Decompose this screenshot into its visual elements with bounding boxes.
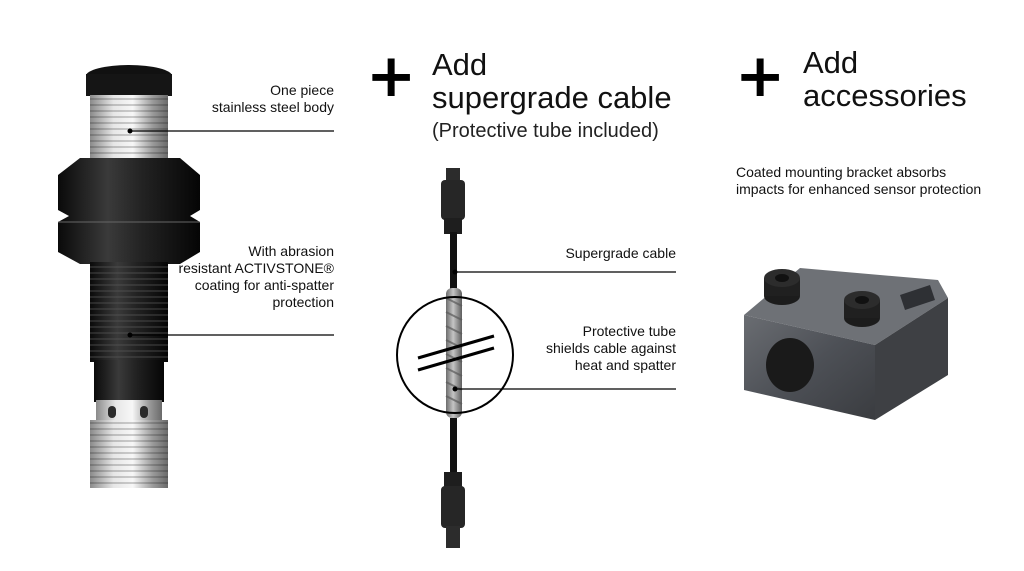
sensor-image [58,65,200,488]
heading-line: Add [803,45,859,80]
callout-text: coating for anti-spatter [194,277,334,293]
callout-text: protection [272,294,334,310]
callout-protective-tube: Protective tube shields cable against he… [546,323,676,374]
heading-line: supergrade cable [432,80,672,115]
leader-dot [452,269,458,275]
description-text: impacts for enhanced sensor protection [736,181,982,197]
description-text: Coated mounting bracket absorbs [736,164,947,180]
leader-lines [130,130,676,390]
accessories-heading: Add accessories [803,46,967,112]
accessories-description: Coated mounting bracket absorbs impacts … [736,164,981,198]
plus-icon: + [735,41,786,111]
cable-heading: Add supergrade cable [432,48,672,114]
magnifier-circle [396,296,514,414]
heading-line: accessories [803,78,967,113]
leader-dot [452,386,458,392]
plus-icon: + [366,41,417,111]
callout-text: One piece [270,82,334,98]
heading-line: Add [432,47,488,82]
callout-text: Supergrade cable [565,245,676,261]
mounting-bracket-image [744,268,948,420]
callout-supergrade-cable: Supergrade cable [565,245,676,262]
callout-text: resistant ACTIVSTONE® [178,260,334,276]
callout-sensor-coating: With abrasion resistant ACTIVSTONE® coat… [178,243,334,311]
callout-text: heat and spatter [574,357,676,373]
callout-text: With abrasion [248,243,334,259]
callout-text: Protective tube [582,323,676,339]
callout-sensor-body: One piece stainless steel body [212,82,334,116]
cable-subheading: (Protective tube included) [432,120,659,142]
cable-image [441,168,465,548]
callout-text: stainless steel body [211,99,334,115]
leader-dot [127,128,133,134]
callout-text: shields cable against [546,340,676,356]
leader-dot [127,332,133,338]
